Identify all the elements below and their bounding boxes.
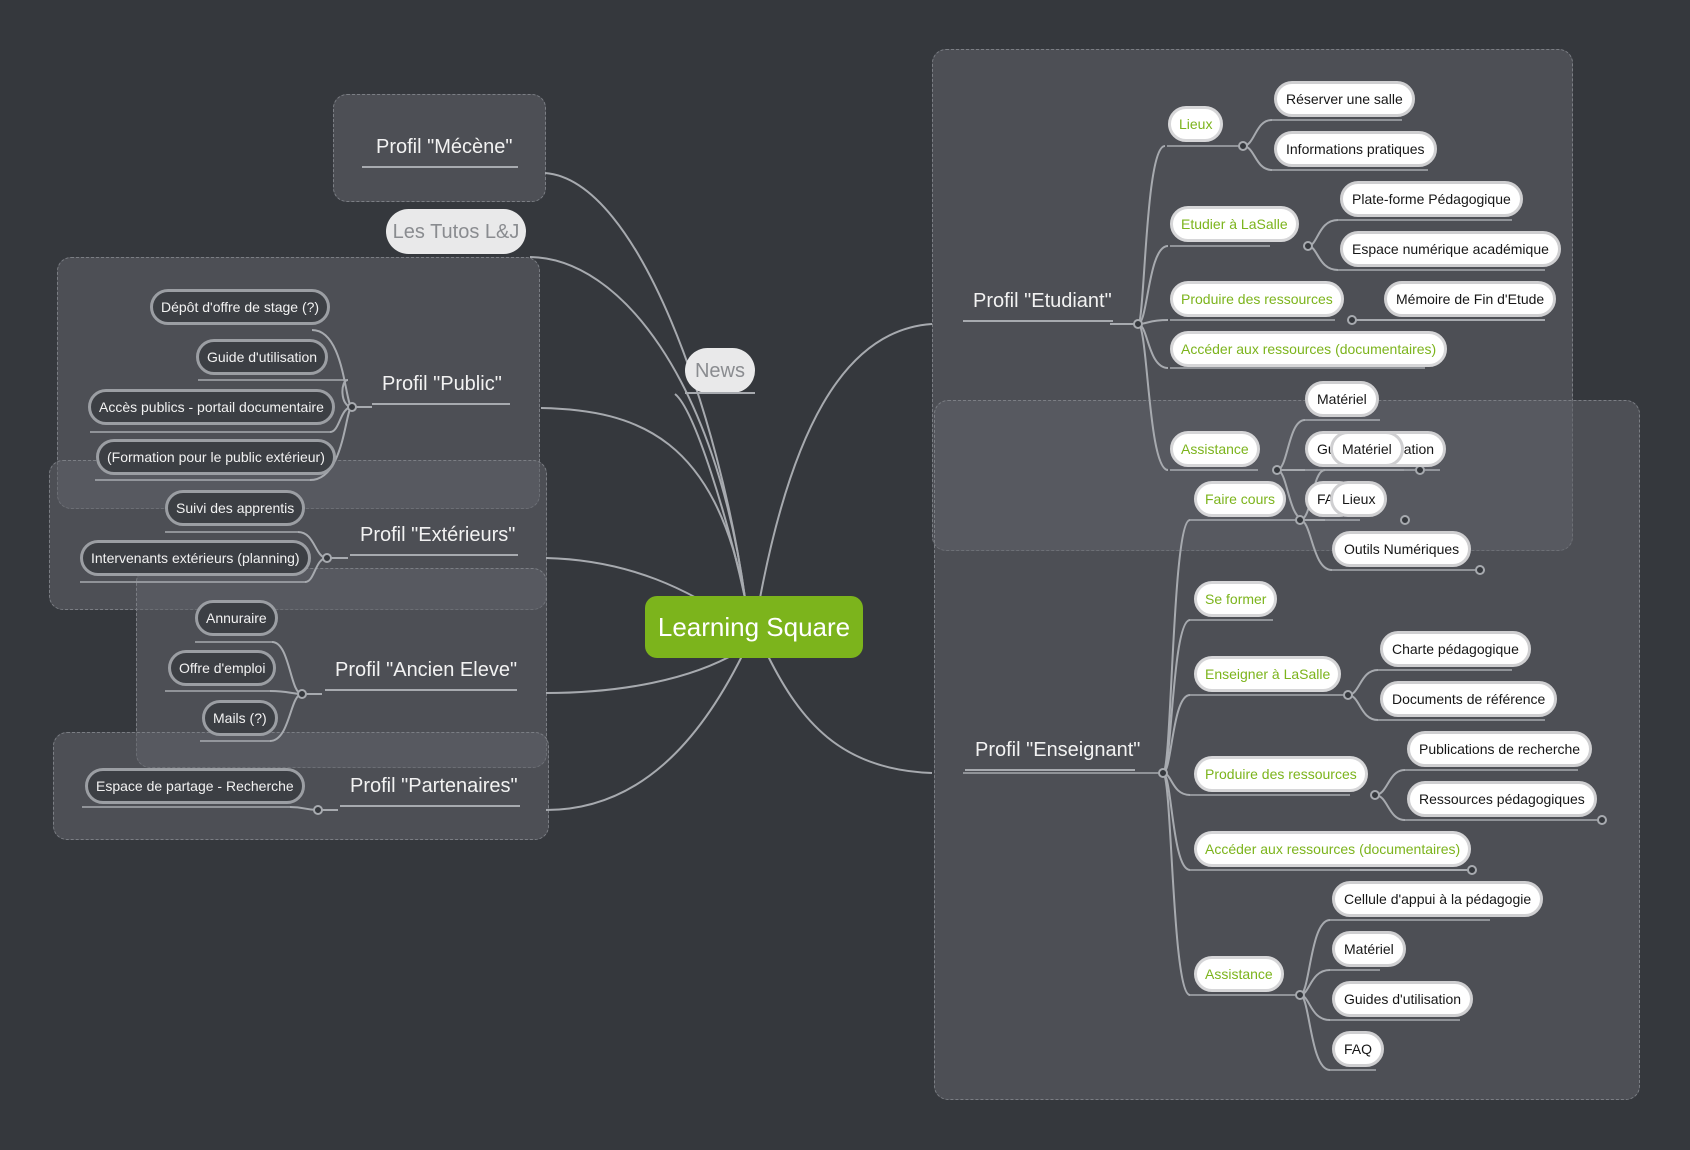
public-item[interactable]: Guide d'utilisation [196,339,329,375]
profile-enseignant[interactable]: Profil "Enseignant" [965,737,1140,771]
junction-dot[interactable] [1295,990,1305,1000]
etudiant-etudier[interactable]: Etudier à LaSalle [1170,206,1299,242]
public-item[interactable]: (Formation pour le public extérieur) [96,439,336,475]
enseignant-materiel[interactable]: Matériel [1330,431,1404,467]
enseignant-acceder[interactable]: Accéder aux ressources (documentaires) [1194,831,1472,867]
ancien-item[interactable]: Offre d'emploi [168,650,277,686]
enseignant-charte[interactable]: Charte pédagogique [1380,631,1531,667]
etudiant-plateforme[interactable]: Plate-forme Pédagogique [1340,181,1523,217]
enseignant-ressources[interactable]: Ressources pédagogiques [1407,781,1597,817]
profile-exterieurs[interactable]: Profil "Extérieurs" [350,522,518,556]
enseignant-materiel2[interactable]: Matériel [1332,931,1406,967]
enseignant-faq[interactable]: FAQ [1332,1031,1385,1067]
tutos-bubble[interactable]: Les Tutos L&J [386,209,526,254]
enseignant-outils[interactable]: Outils Numériques [1332,531,1472,567]
junction-dot[interactable] [1238,141,1248,151]
etudiant-infos[interactable]: Informations pratiques [1274,131,1437,167]
public-item[interactable]: Dépôt d'offre de stage (?) [150,289,331,325]
central-topic[interactable]: Learning Square [645,596,863,658]
etudiant-reserver[interactable]: Réserver une salle [1274,81,1415,117]
etudiant-espace[interactable]: Espace numérique académique [1340,231,1561,267]
exterieurs-item[interactable]: Intervenants extérieurs (planning) [80,540,311,576]
junction-dot[interactable] [1158,768,1168,778]
enseignant-produire[interactable]: Produire des ressources [1194,756,1368,792]
junction-dot[interactable] [1343,690,1353,700]
boundary-mecene [333,94,546,202]
enseignant-enseigner[interactable]: Enseigner à LaSalle [1194,656,1342,692]
junction-dot[interactable] [322,553,332,563]
profile-ancien[interactable]: Profil "Ancien Eleve" [325,657,517,691]
public-item[interactable]: Accès publics - portail documentaire [88,389,335,425]
junction-dot[interactable] [1272,465,1282,475]
junction-dot[interactable] [1347,315,1357,325]
ancien-item[interactable]: Mails (?) [202,700,278,736]
profile-mecene[interactable]: Profil "Mécène" [362,134,518,168]
junction-dot[interactable] [1295,515,1305,525]
enseignant-cellule[interactable]: Cellule d'appui à la pédagogie [1332,881,1544,917]
enseignant-documents[interactable]: Documents de référence [1380,681,1558,717]
profile-etudiant[interactable]: Profil "Etudiant" [963,288,1113,322]
etudiant-lieux[interactable]: Lieux [1168,106,1224,142]
enseignant-faire-cours[interactable]: Faire cours [1194,481,1287,517]
etudiant-memoire[interactable]: Mémoire de Fin d'Etude [1384,281,1557,317]
junction-dot[interactable] [313,805,323,815]
junction-dot[interactable] [1370,790,1380,800]
junction-dot[interactable] [297,689,307,699]
partenaires-item[interactable]: Espace de partage - Recherche [85,768,305,804]
junction-dot[interactable] [1467,865,1477,875]
enseignant-assistance[interactable]: Assistance [1194,956,1284,992]
etudiant-produire[interactable]: Produire des ressources [1170,281,1344,317]
enseignant-lieux[interactable]: Lieux [1330,481,1388,517]
junction-dot[interactable] [1303,241,1313,251]
junction-dot[interactable] [1400,515,1410,525]
profile-partenaires[interactable]: Profil "Partenaires" [340,773,520,807]
junction-dot[interactable] [1133,319,1143,329]
junction-dot[interactable] [1597,815,1607,825]
ancien-item[interactable]: Annuraire [195,600,278,636]
enseignant-publications[interactable]: Publications de recherche [1407,731,1593,767]
profile-public[interactable]: Profil "Public" [372,371,510,405]
etudiant-materiel[interactable]: Matériel [1305,381,1379,417]
etudiant-assistance[interactable]: Assistance [1170,431,1260,467]
etudiant-acceder[interactable]: Accéder aux ressources (documentaires) [1170,331,1448,367]
enseignant-se-former[interactable]: Se former [1194,581,1278,617]
junction-dot[interactable] [1475,565,1485,575]
enseignant-guides[interactable]: Guides d'utilisation [1332,981,1474,1017]
news-bubble[interactable]: News [685,348,755,394]
exterieurs-item[interactable]: Suivi des apprentis [165,490,306,526]
junction-dot[interactable] [347,402,357,412]
